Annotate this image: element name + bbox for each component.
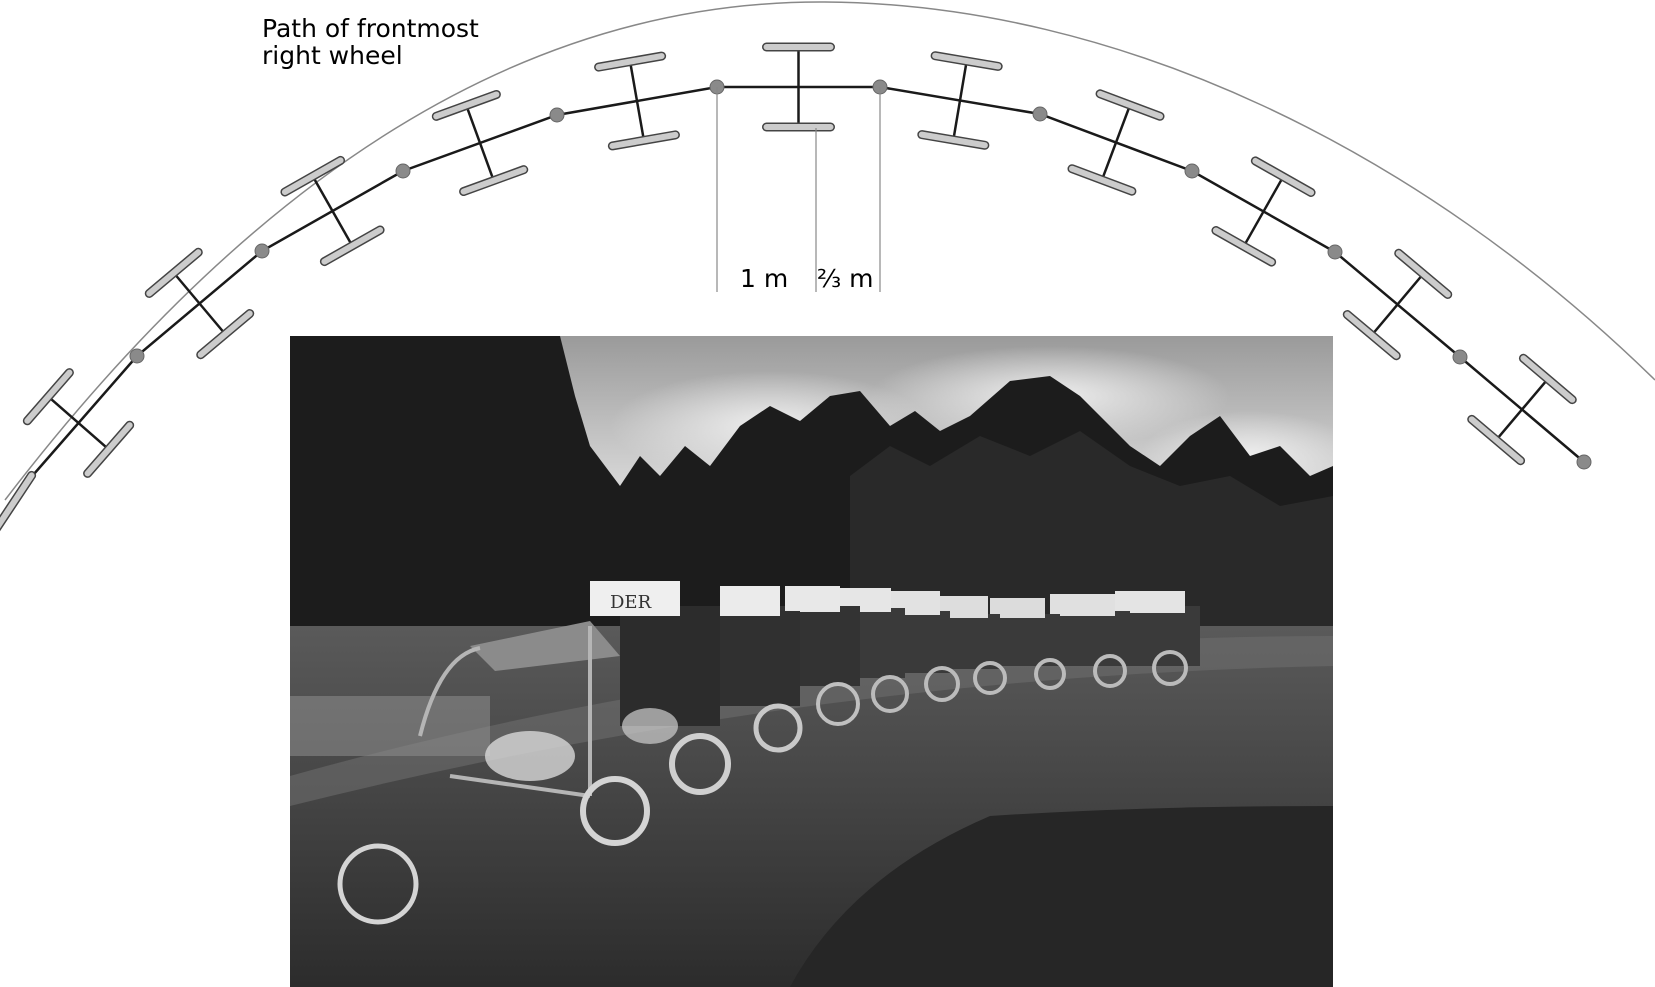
photo-canopy [785,586,840,612]
hitch-point [129,348,145,364]
photo-canopy [990,598,1045,618]
axle [311,175,354,247]
photo-wheel [337,843,419,925]
axle [628,61,646,141]
wheel [84,422,133,477]
wheel [609,131,679,149]
wheel [321,226,384,265]
axle [172,272,227,335]
wheel [24,369,73,424]
hitch-point [1576,454,1592,470]
trailer-vehicle [762,42,835,132]
frontmost-wheel-path-arc [4,1,1655,501]
wheel [1520,355,1576,403]
photo-lead-frame [418,626,592,798]
axle [465,104,495,182]
hitch-point [395,163,411,179]
photo-canopy [1050,594,1115,616]
bicycle-train-photo: DER [290,336,1333,987]
trailer-vehicle [594,51,680,151]
hitch-point [254,243,270,259]
photo-carts: DER [337,581,1200,925]
photo-wheel [753,703,803,753]
photo-stone-wall [290,696,490,756]
photo-wheel [973,661,1007,695]
hitch-point [549,107,565,123]
trailer-vehicle [22,368,135,478]
trailer-vehicle [1211,156,1316,267]
photo-of-bicycle-train: DER [290,336,1333,987]
axle [952,60,968,141]
dimension-label-two-thirds-m: ⅔ m [817,264,874,293]
hitch-point [1327,244,1343,260]
photo-cart-body [990,614,1060,666]
axle [1100,104,1132,181]
axle [1370,273,1425,336]
photo-cart-body [620,606,720,726]
wheel [460,166,527,195]
trailer-vehicle [431,89,529,197]
hitch-point [1032,106,1048,122]
dimension-label-1m: 1 m [740,264,788,293]
photo-lead-canopy [470,621,620,671]
trailer-vehicle [280,155,385,267]
trailer-vehicle [917,51,1003,150]
wheel [146,249,202,297]
wheel [1395,250,1451,298]
photo-wheel [580,776,650,846]
wheel [433,91,500,120]
axle [47,395,110,451]
wheel [932,52,1002,70]
train-hitches [129,79,1592,470]
trailer-vehicle [144,247,255,360]
train-vehicles [0,42,1577,532]
photo-rider [485,731,575,781]
wheel [1212,227,1275,266]
wheel [1468,416,1524,464]
photo-canopy [1115,591,1185,613]
leading-wheel-partial [0,470,37,532]
photo-wheel [816,682,860,726]
path-label-line2: right wheel [262,41,403,70]
photo-foliage-mid [850,431,1333,636]
wheel [1097,90,1164,120]
photo-wheel [924,666,960,702]
path-label-line1: Path of frontmost [262,14,479,43]
wheel [281,157,344,196]
trailer-vehicle [1342,248,1453,361]
wheel [595,53,665,71]
photo-canopy [590,581,680,616]
photo-wheel [1093,654,1127,688]
photo-canopy-sign: DER [610,592,652,613]
wheel [0,472,35,529]
axle [1495,378,1549,441]
photo-verge [790,806,1333,987]
wheel [197,310,253,358]
axle [1242,176,1285,247]
wheel [1068,165,1135,195]
photo-wheel [1152,650,1188,686]
photo-wheel [871,675,909,713]
wheel [918,131,988,149]
photo-canopy [720,586,780,616]
photo-wheel [669,733,731,795]
wheel [1344,311,1400,359]
hitch-point [1184,163,1200,179]
trailer-vehicle [1467,353,1577,466]
photo-rider [622,708,678,744]
wheel [1252,157,1315,196]
photo-wheel [1034,658,1066,690]
photo-cart-body [710,611,800,706]
hitch-point [1452,349,1468,365]
trailer-vehicle [1067,89,1165,196]
